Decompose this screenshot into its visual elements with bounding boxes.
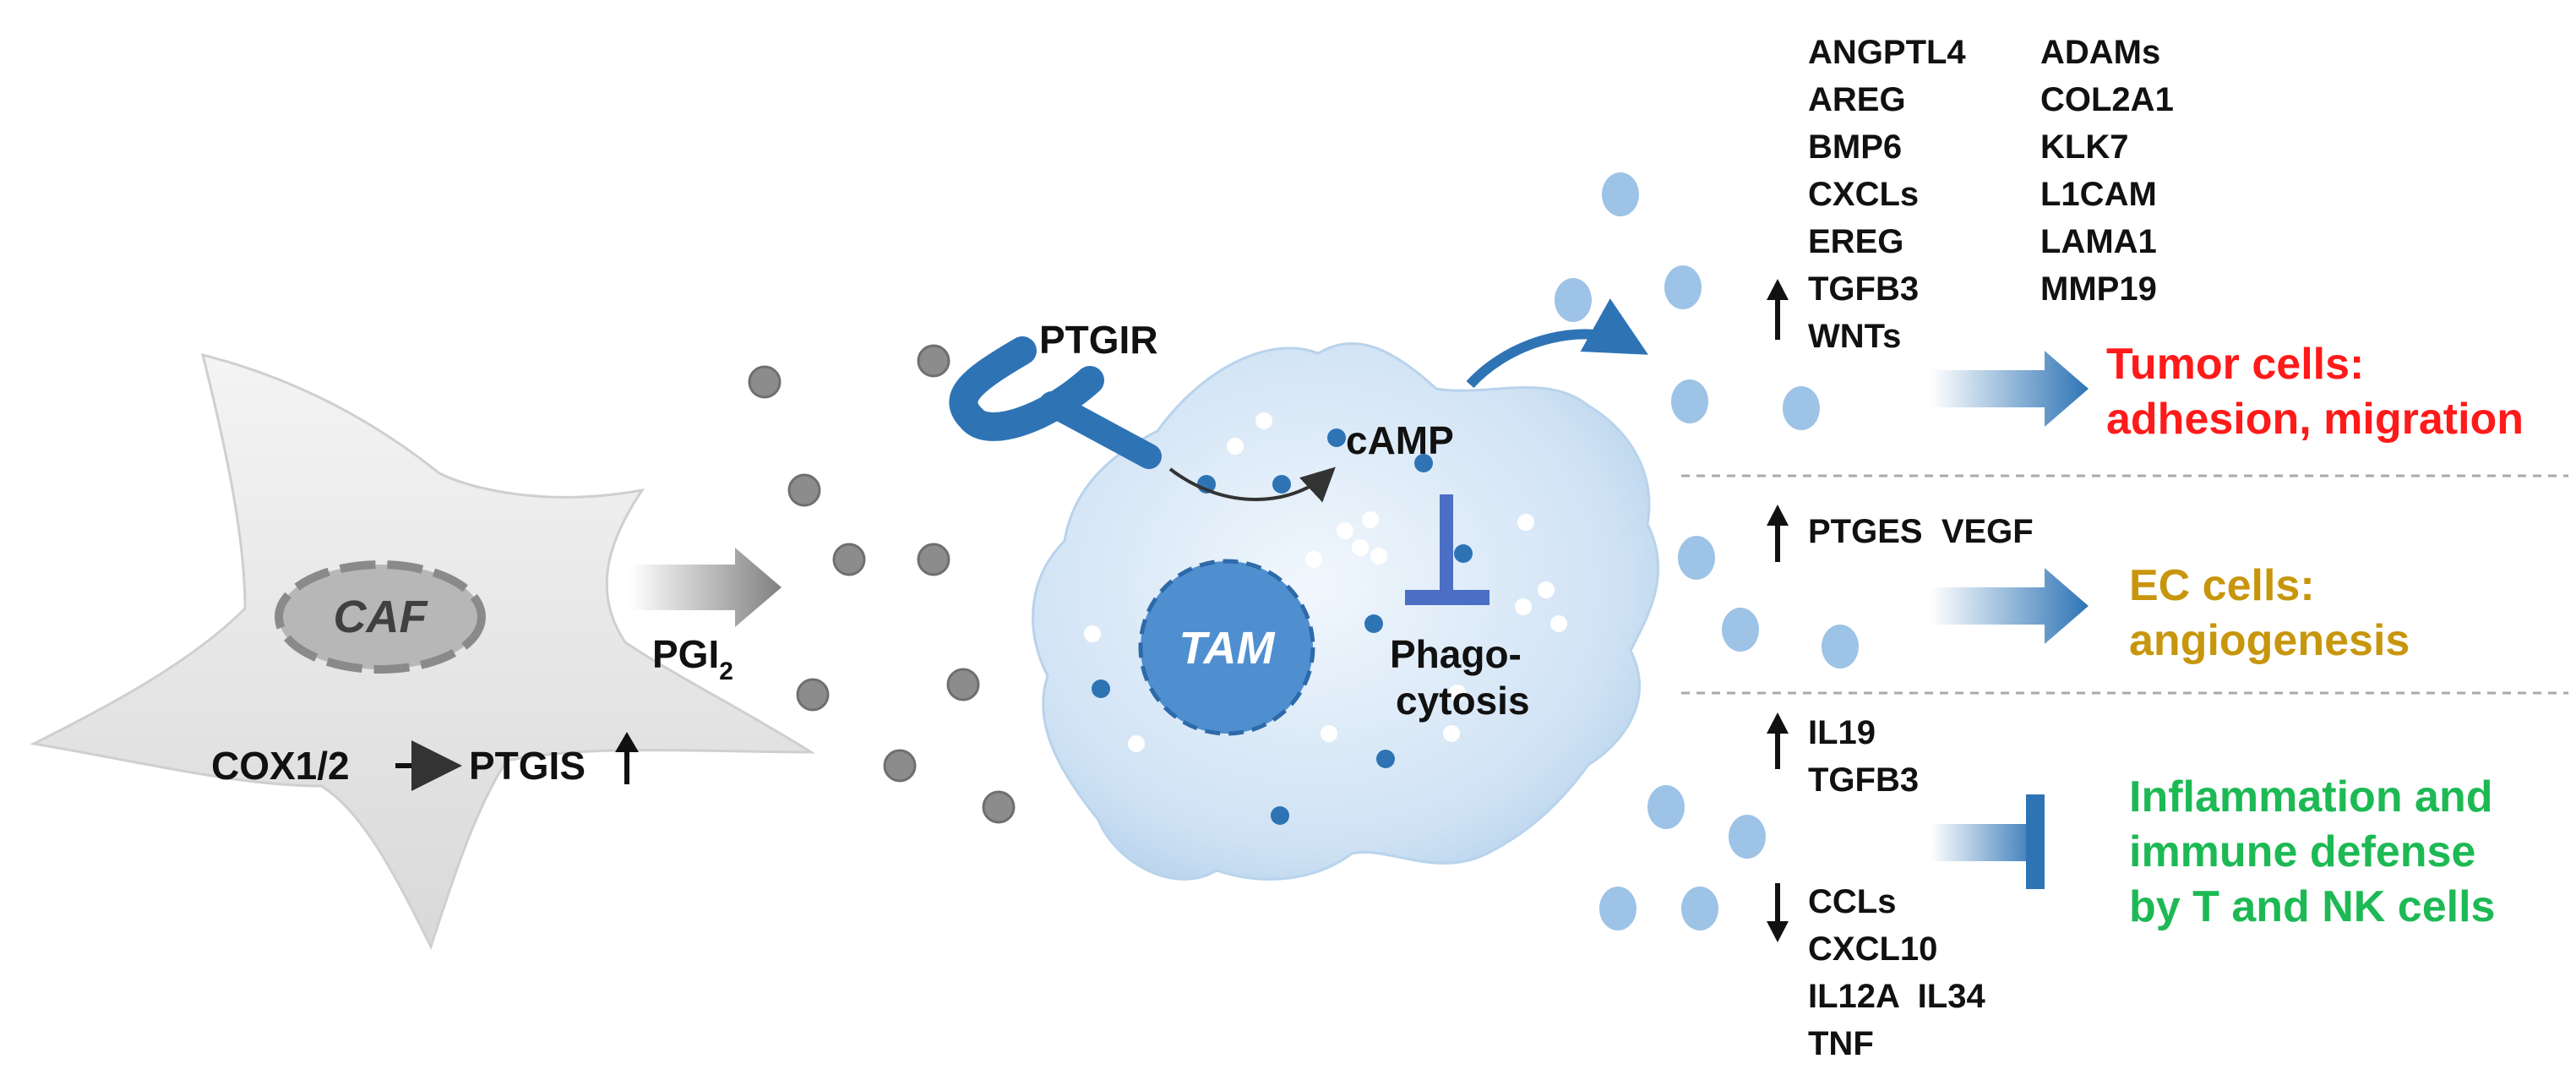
pgi2-dot (982, 790, 1016, 824)
tam-cell: TAM PTGIR cAMP (949, 318, 1660, 881)
factor-dot (1681, 887, 1718, 930)
ec-gene-list: PTGES VEGF (1808, 513, 2034, 550)
tam-label: TAM (1179, 623, 1276, 674)
phagocytosis-inhibition (1405, 494, 1490, 605)
caf-pathway-target: PTGIS (469, 744, 585, 788)
gene-label: WNTs (1808, 318, 1901, 355)
factor-dot (1678, 536, 1715, 580)
caf-nucleus (275, 560, 486, 674)
ec-effect-arrow (1931, 568, 2089, 644)
immune-outcome-line3: by T and NK cells (2129, 882, 2495, 931)
camp-label: cAMP (1346, 418, 1454, 462)
gene-label: COL2A1 (2040, 81, 2174, 118)
gene-label: EREG (1808, 223, 1903, 260)
gene-label: TGFB3 (1808, 761, 1919, 799)
factor-dot (1647, 785, 1685, 829)
secreted-factors (1555, 172, 1859, 930)
immune-inhibition-arrow (1931, 794, 2045, 889)
gene-label: IL19 (1808, 714, 1876, 751)
ec-outcome-line1: EC cells: (2129, 561, 2315, 610)
ec-upregulated-arrow (1767, 505, 1789, 562)
pgi2-label: PGI2 (652, 632, 733, 685)
pgi2-dot (832, 543, 866, 576)
pgi2-dot (946, 668, 980, 701)
factor-dot (1555, 278, 1592, 322)
immune-downregulated-arrow (1767, 883, 1789, 942)
pgi2-dot (748, 365, 782, 399)
gene-label: MMP19 (2040, 270, 2157, 308)
factor-dot (1729, 815, 1766, 859)
pgi2-dot (787, 473, 821, 507)
tam-nucleus (1138, 559, 1315, 736)
pgi2-subscript: 2 (719, 658, 733, 685)
tumor-upregulated-arrow (1767, 279, 1789, 340)
tam-white-vesicles (1084, 412, 1567, 752)
factor-dot (1722, 608, 1759, 652)
gene-label: BMP6 (1808, 128, 1902, 166)
tumor-effect-arrow (1931, 351, 2089, 427)
ptgir-receptor (949, 336, 1162, 469)
gene-label: TGFB3 (1808, 270, 1919, 308)
pgi2-molecules (748, 344, 1016, 824)
gene-label: IL12A IL34 (1808, 978, 1985, 1015)
tumor-gene-list-1: ANGPTL4 AREG BMP6 CXCLs EREG TGFB3 WNTs (1808, 34, 1966, 355)
caf-cell: CAF COX1/2 PTGIS (30, 352, 816, 950)
gene-label: CXCLs (1808, 176, 1919, 213)
gene-label: KLK7 (2040, 128, 2128, 166)
gene-label: CCLs (1808, 883, 1896, 920)
factor-dot (1599, 887, 1637, 930)
gene-label: ADAMs (2040, 34, 2160, 71)
factor-dot (1671, 379, 1708, 423)
immune-outcome-line1: Inflammation and (2129, 772, 2492, 821)
ptgir-label: PTGIR (1039, 318, 1158, 362)
phagocytosis-line2: cytosis (1396, 679, 1530, 723)
gene-label: LAMA1 (2040, 223, 2157, 260)
gene-label: L1CAM (2040, 176, 2157, 213)
tumor-outcome-line2: adhesion, migration (2106, 395, 2524, 444)
svg-text:PGI2: PGI2 (652, 632, 733, 685)
pgi2-dot (917, 344, 950, 378)
tumor-outcome-line1: Tumor cells: (2106, 340, 2364, 389)
factor-dot (1783, 386, 1820, 430)
immune-outcome-line2: immune defense (2129, 827, 2475, 876)
gene-label: AREG (1808, 81, 1906, 118)
factor-dot (1602, 172, 1639, 216)
factor-dot (1664, 265, 1702, 309)
tam-secretion-arrow (1466, 298, 1648, 389)
caf-secretion-arrow (629, 548, 782, 627)
tam-cell-body (1032, 341, 1660, 881)
phagocytosis-line1: Phago- (1390, 632, 1522, 676)
gene-label: CXCL10 (1808, 930, 1937, 968)
pgi2-dot (917, 543, 950, 576)
pgi2-text: PGI (652, 632, 719, 676)
tumor-gene-list-2: ADAMs COL2A1 KLK7 L1CAM LAMA1 MMP19 (2040, 34, 2174, 308)
pgi2-dot (883, 749, 917, 783)
gene-label: TNF (1808, 1025, 1874, 1062)
pgi2-dot (796, 678, 830, 712)
camp-signal-arrow (1168, 467, 1336, 503)
caf-upregulated-arrow (615, 732, 639, 784)
immune-upregulated-arrow (1767, 712, 1789, 769)
factor-dot (1822, 625, 1859, 669)
gene-label: ANGPTL4 (1808, 34, 1966, 71)
tam-camp-vesicles (1092, 428, 1473, 825)
ec-outcome-line2: angiogenesis (2129, 616, 2410, 665)
caf-pathway-source: COX1/2 (211, 744, 350, 788)
caf-label: CAF (334, 592, 429, 642)
